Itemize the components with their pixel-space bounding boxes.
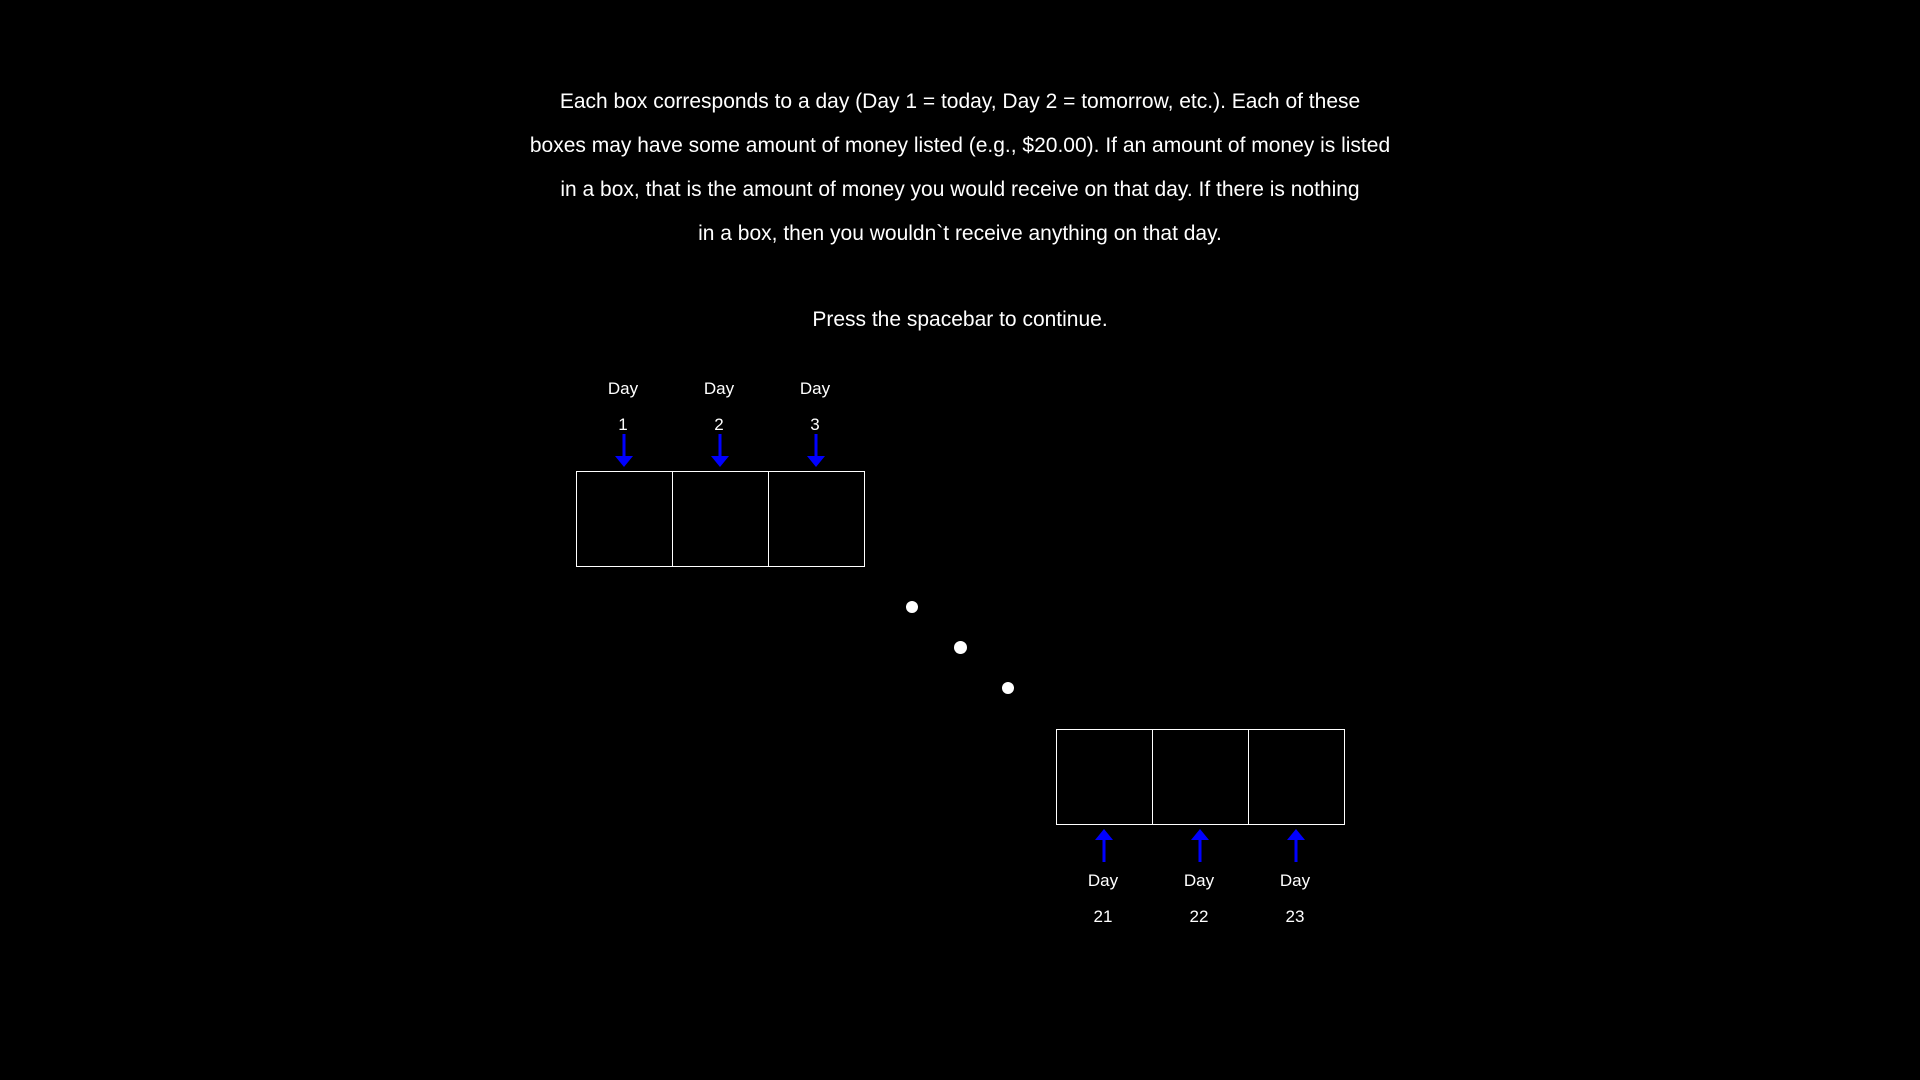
day-box-23 bbox=[1248, 729, 1345, 825]
day-2-number: 2 bbox=[714, 415, 724, 434]
day-box-3 bbox=[768, 471, 865, 567]
day-box-2 bbox=[672, 471, 769, 567]
day-22-number: 22 bbox=[1189, 907, 1209, 926]
day-2-label: Day bbox=[703, 379, 735, 398]
up-arrow-icon bbox=[1287, 829, 1305, 862]
instructions-line-4: in a box, then you wouldn`t receive anyt… bbox=[698, 222, 1222, 245]
day-21-label: Day bbox=[1087, 871, 1119, 890]
day-3-number: 3 bbox=[810, 415, 820, 434]
day-box-22 bbox=[1152, 729, 1249, 825]
down-arrow-icon bbox=[711, 434, 729, 467]
day-22-label: Day bbox=[1183, 871, 1215, 890]
day-23-label: Day bbox=[1279, 871, 1311, 890]
instructions-line-3: in a box, that is the amount of money yo… bbox=[560, 178, 1360, 201]
up-arrow-icon bbox=[1191, 829, 1209, 862]
day-1-label: Day bbox=[607, 379, 639, 398]
day-1-number: 1 bbox=[618, 415, 628, 434]
down-arrow-icon bbox=[807, 434, 825, 467]
continue-prompt: Press the spacebar to continue. bbox=[812, 308, 1108, 331]
day-21-number: 21 bbox=[1093, 907, 1113, 926]
day-3-label: Day bbox=[799, 379, 831, 398]
instructions-line-1: Each box corresponds to a day (Day 1 = t… bbox=[559, 90, 1361, 113]
instructions-line-2: boxes may have some amount of money list… bbox=[529, 134, 1391, 157]
ellipsis-dot-1 bbox=[906, 601, 918, 613]
ellipsis-dot-3 bbox=[1002, 682, 1014, 694]
up-arrow-icon bbox=[1095, 829, 1113, 862]
instructions-text: Each box corresponds to a day (Day 1 = t… bbox=[480, 80, 1440, 256]
day-box-1 bbox=[576, 471, 673, 567]
day-23-number: 23 bbox=[1285, 907, 1305, 926]
day-box-21 bbox=[1056, 729, 1153, 825]
down-arrow-icon bbox=[615, 434, 633, 467]
ellipsis-dot-2 bbox=[954, 641, 967, 654]
